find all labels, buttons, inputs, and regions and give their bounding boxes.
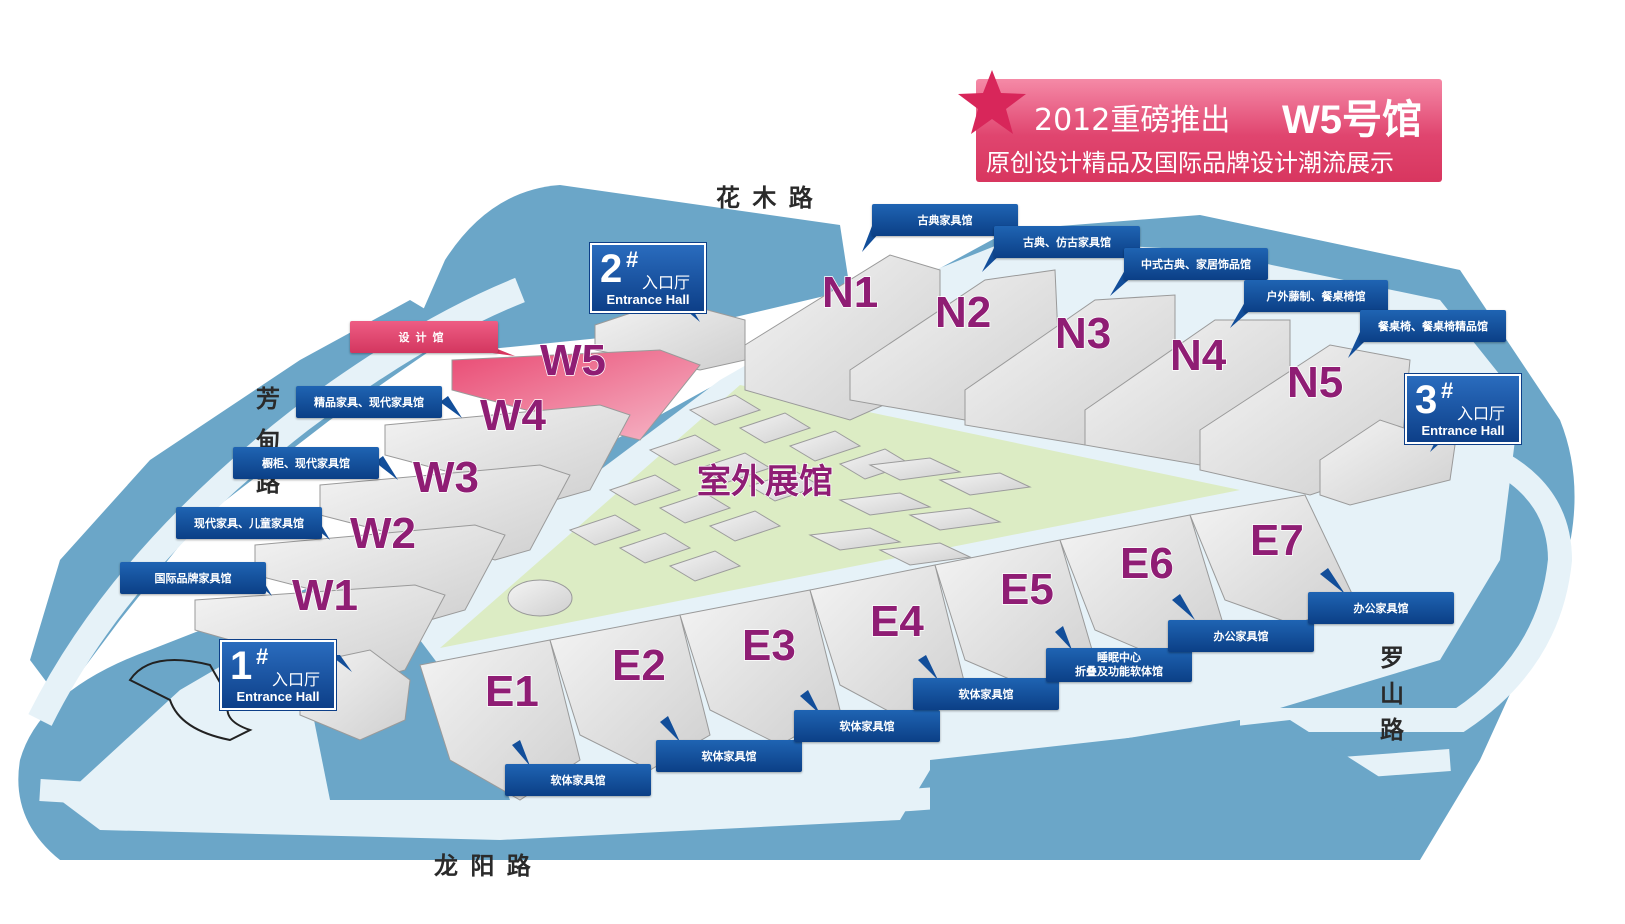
entrance-2-hash: # [626,247,639,272]
hall-E1[interactable]: E1 [484,666,539,717]
hall-E3[interactable]: E3 [741,620,796,671]
west-halls [194,349,701,741]
entrance-1-box[interactable]: 1 # 入口厅 Entrance Hall [220,640,336,710]
hall-E4[interactable]: E4 [869,596,925,647]
road-west: 芳 甸 路 [256,384,282,497]
hall-N4[interactable]: N4 [1169,330,1227,381]
tag-w3[interactable]: 橱柜、现代家具馆 [233,447,379,479]
road-ring-east [1240,428,1573,732]
hall-E7[interactable]: E7 [1249,515,1304,566]
entrance-2-number: 2 [600,247,623,291]
entrance-3-cn: 入口厅 [1457,404,1506,423]
entrance-1-cn: 入口厅 [272,670,321,689]
tag-n3[interactable]: 中式古典、家居饰品馆 [1124,248,1268,280]
hall-W4[interactable]: W4 [479,390,547,441]
promo-banner: 2012重磅推出 W5号馆 原创设计精品及国际品牌设计潮流展示 [976,79,1442,182]
north-halls [594,254,1456,506]
entrance-3-hash: # [1441,378,1454,403]
tag-w4[interactable]: 精品家具、现代家具馆 [296,386,442,418]
entrance-3-en: Entrance Hall [1421,423,1505,438]
hall-E2[interactable]: E2 [611,640,666,691]
hall-W2[interactable]: W2 [349,508,417,559]
entrance-1-hash: # [256,644,269,669]
entrance-3-box[interactable]: 3 # 入口厅 Entrance Hall [1405,374,1521,444]
tag-e1[interactable]: 软体家具馆 [505,764,651,796]
tag-e5[interactable]: 睡眠中心 折叠及功能软体馆 [1046,648,1192,682]
hall-N2[interactable]: N2 [934,287,992,338]
hall-E6[interactable]: E6 [1119,538,1174,589]
hall-N1[interactable]: N1 [821,267,879,318]
road-south: 龙 阳 路 [434,851,533,880]
tag-e7[interactable]: 办公家具馆 [1308,592,1454,624]
tag-n1[interactable]: 古典家具馆 [872,204,1018,236]
hall-W1[interactable]: W1 [291,570,359,621]
entrance-1-number: 1 [230,644,253,688]
tag-n5[interactable]: 餐桌椅、餐桌椅精品馆 [1360,310,1506,342]
tag-w1[interactable]: 国际品牌家具馆 [120,562,266,594]
banner-line2: 原创设计精品及国际品牌设计潮流展示 [986,149,1394,177]
entrance-2-box[interactable]: 2 # 入口厅 Entrance Hall [590,243,706,313]
outdoor-plaza [440,385,1240,648]
tag-n2[interactable]: 古典、仿古家具馆 [994,226,1140,258]
entrance-2-en: Entrance Hall [606,292,690,307]
tag-e2[interactable]: 软体家具馆 [656,740,802,772]
tag-e5-line2: 折叠及功能软体馆 [1075,665,1163,678]
banner-highlight: W5号馆 [1282,98,1422,142]
outdoor-hall-label[interactable]: 室外展馆 [696,461,834,503]
tag-n4[interactable]: 户外藤制、餐桌椅馆 [1244,280,1388,312]
road-east: 罗 山 路 [1380,643,1406,744]
hall-E5[interactable]: E5 [999,564,1054,615]
entrance-1-ramp [128,659,253,742]
tag-e6[interactable]: 办公家具馆 [1168,620,1314,652]
round-pavilion [507,579,573,617]
entrance-1-en: Entrance Hall [236,689,320,704]
hall-W5[interactable]: W5 [539,335,607,386]
tag-w2[interactable]: 现代家具、儿童家具馆 [176,507,322,539]
tag-e3[interactable]: 软体家具馆 [794,710,940,742]
water-pond-se [930,720,1400,860]
road-north: 花 木 路 [716,183,815,212]
hall-W3[interactable]: W3 [412,452,480,503]
banner-line1: 2012重磅推出 [1034,103,1231,138]
star-icon [958,70,1026,134]
tag-w5-design[interactable]: 设计馆 [350,321,498,353]
tag-e4[interactable]: 软体家具馆 [913,678,1059,710]
hall-N3[interactable]: N3 [1054,308,1112,359]
tag-e5-line1: 睡眠中心 [1097,651,1141,664]
hall-N5[interactable]: N5 [1286,357,1344,408]
entrance-2-cn: 入口厅 [642,273,691,292]
entrance-3-number: 3 [1415,378,1438,422]
outdoor-pavilions [568,394,1032,582]
